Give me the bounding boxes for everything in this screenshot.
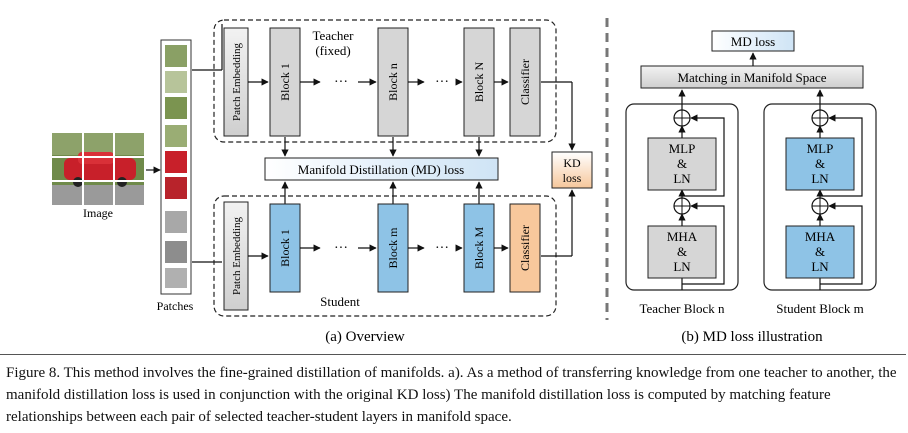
patches-column	[160, 39, 192, 295]
student-block-M	[463, 203, 495, 293]
student-label: Student	[320, 294, 360, 309]
illustration-subcaption: (b) MD loss illustration	[681, 329, 823, 345]
matching-label: Matching in Manifold Space	[677, 70, 826, 85]
student-block-m-label: Block m	[386, 227, 400, 269]
teacher-classifier-label: Classifier	[518, 59, 532, 105]
teacher-block-1	[269, 27, 301, 137]
teacher-block-N	[463, 27, 495, 137]
student-block-m-caption: Student Block m	[776, 301, 863, 316]
student-dots-2: ···	[435, 241, 449, 256]
student-mha-line1: MHA	[805, 229, 836, 244]
student-block-1-label: Block 1	[278, 229, 292, 267]
kd-loss-box	[551, 151, 593, 189]
teacher-block-1-label: Block 1	[278, 63, 292, 101]
student-patch-embedding	[223, 201, 249, 311]
md-loss-box	[711, 30, 795, 52]
student-mlp-line1: MLP	[807, 141, 834, 156]
input-image	[52, 133, 144, 205]
teacher-mha-line2: &	[677, 244, 687, 259]
student-patch-embedding-label: Patch Embedding	[231, 217, 243, 295]
image-label: Image	[83, 206, 113, 220]
teacher-patch-embedding-label: Patch Embedding	[231, 43, 243, 121]
teacher-mlp-line3: LN	[673, 171, 691, 186]
teacher-block-n	[377, 27, 409, 137]
teacher-block-n-caption: Teacher Block n	[640, 301, 725, 316]
caption-divider	[0, 354, 906, 355]
figure-caption: Figure 8. This method involves the fine-…	[6, 365, 897, 425]
student-block-m	[377, 203, 409, 293]
md-loss-label: MD loss	[731, 34, 775, 49]
overview-subcaption: (a) Overview	[325, 329, 405, 345]
teacher-mha-line3: LN	[673, 259, 691, 274]
teacher-mlp-line1: MLP	[669, 141, 696, 156]
student-block-M-label: Block M	[472, 227, 486, 270]
teacher-classifier	[509, 27, 541, 137]
teacher-dots-1: ···	[334, 75, 348, 90]
md-loss-bar	[264, 157, 499, 181]
teacher-block-N-label: Block N	[472, 62, 486, 103]
teacher-label: Teacher	[313, 28, 355, 43]
teacher-mlp-line2: &	[677, 156, 687, 171]
teacher-patch-embedding	[223, 27, 249, 137]
student-block-1	[269, 203, 301, 293]
student-mha-line3: LN	[811, 259, 829, 274]
student-block-internals	[785, 89, 863, 290]
teacher-group	[213, 19, 557, 143]
kd-loss-line1: KD	[563, 156, 581, 170]
teacher-block-internals	[647, 89, 725, 290]
teacher-fixed-label: (fixed)	[315, 43, 350, 58]
student-classifier-label: Classifier	[518, 225, 532, 271]
matching-box	[640, 65, 864, 89]
kd-loss-line2: loss	[563, 171, 582, 185]
student-mlp-line3: LN	[811, 171, 829, 186]
student-classifier	[509, 203, 541, 293]
diagram: Image Patches Teacher (fixed) Patch Embe…	[52, 18, 877, 345]
student-dots-1: ···	[334, 241, 348, 256]
md-loss-bar-label: Manifold Distillation (MD) loss	[298, 162, 464, 177]
teacher-mha-line1: MHA	[667, 229, 698, 244]
student-mha-line2: &	[815, 244, 825, 259]
student-mlp-line2: &	[815, 156, 825, 171]
patches-label: Patches	[157, 299, 194, 313]
teacher-block-n-label: Block n	[386, 63, 400, 101]
teacher-dots-2: ···	[435, 75, 449, 90]
